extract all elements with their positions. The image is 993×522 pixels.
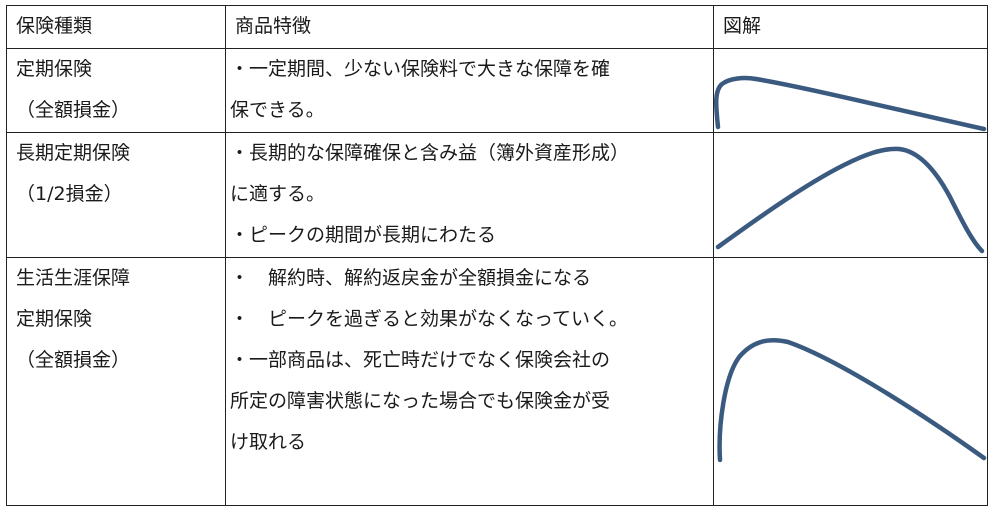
insurance-type-tax: （1/2損金） xyxy=(16,183,123,205)
feature-line: に適する。 xyxy=(230,183,326,205)
header-diagram: 図解 xyxy=(713,5,988,49)
table-row: 長期定期保険 （1/2損金） ・長期的な保障確保と含み益（簿外資産形成） に適す… xyxy=(6,132,988,258)
insurance-type-cell: 長期定期保険 （1/2損金） xyxy=(6,132,226,258)
insurance-type-name: 定期保険 xyxy=(16,58,93,80)
features-cell: ・ 解約時、解約返戻金が全額損金になる ・ ピークを過ぎると効果がなくなっていく… xyxy=(225,257,714,506)
insurance-type-tax: （全額損金） xyxy=(16,99,131,121)
feature-line: ・長期的な保障確保と含み益（簿外資産形成） xyxy=(230,142,630,164)
insurance-type-cell: 定期保険 （全額損金） xyxy=(6,48,226,133)
early-peak-curve-diagram xyxy=(717,338,987,463)
diagram-cell xyxy=(713,132,988,258)
diagram-cell xyxy=(713,257,988,506)
header-product-features: 商品特徴 xyxy=(225,5,714,49)
feature-line: 保できる。 xyxy=(230,99,325,121)
insurance-comparison-table: 保険種類 商品特徴 図解 定期保険 （全額損金） ・一定期間、少ない保険料で大き… xyxy=(6,5,988,506)
table-row: 生活生涯保障 定期保険 （全額損金） ・ 解約時、解約返戻金が全額損金になる ・… xyxy=(6,257,988,506)
long-peak-curve-diagram xyxy=(715,146,985,254)
header-row: 保険種類 商品特徴 図解 xyxy=(6,5,988,49)
feature-line: ・ 解約時、解約返戻金が全額損金になる xyxy=(230,267,592,289)
header-insurance-type: 保険種類 xyxy=(6,5,226,49)
table-row: 定期保険 （全額損金） ・一定期間、少ない保険料で大きな保障を確 保できる。 xyxy=(6,48,988,133)
declining-curve-diagram xyxy=(714,75,987,132)
feature-line: 所定の障害状態になった場合でも保険金が受 xyxy=(230,390,611,412)
feature-line: ・一定期間、少ない保険料で大きな保障を確 xyxy=(230,58,611,80)
diagram-cell xyxy=(713,48,988,133)
insurance-type-cell: 生活生涯保障 定期保険 （全額損金） xyxy=(6,257,226,506)
insurance-type-name: 長期定期保険 xyxy=(16,142,131,164)
feature-line: ・ピークの期間が長期にわたる xyxy=(230,224,497,246)
insurance-type-tax: （全額損金） xyxy=(16,349,131,371)
features-cell: ・長期的な保障確保と含み益（簿外資産形成） に適する。 ・ピークの期間が長期にわ… xyxy=(225,132,714,258)
feature-line: ・ ピークを過ぎると効果がなくなっていく。 xyxy=(230,308,629,330)
features-cell: ・一定期間、少ない保険料で大きな保障を確 保できる。 xyxy=(225,48,714,133)
insurance-type-name: 生活生涯保障 xyxy=(16,267,131,289)
feature-line: ・一部商品は、死亡時だけでなく保険会社の xyxy=(230,349,611,371)
feature-line: け取れる xyxy=(230,431,307,453)
insurance-type-name: 定期保険 xyxy=(16,308,93,330)
